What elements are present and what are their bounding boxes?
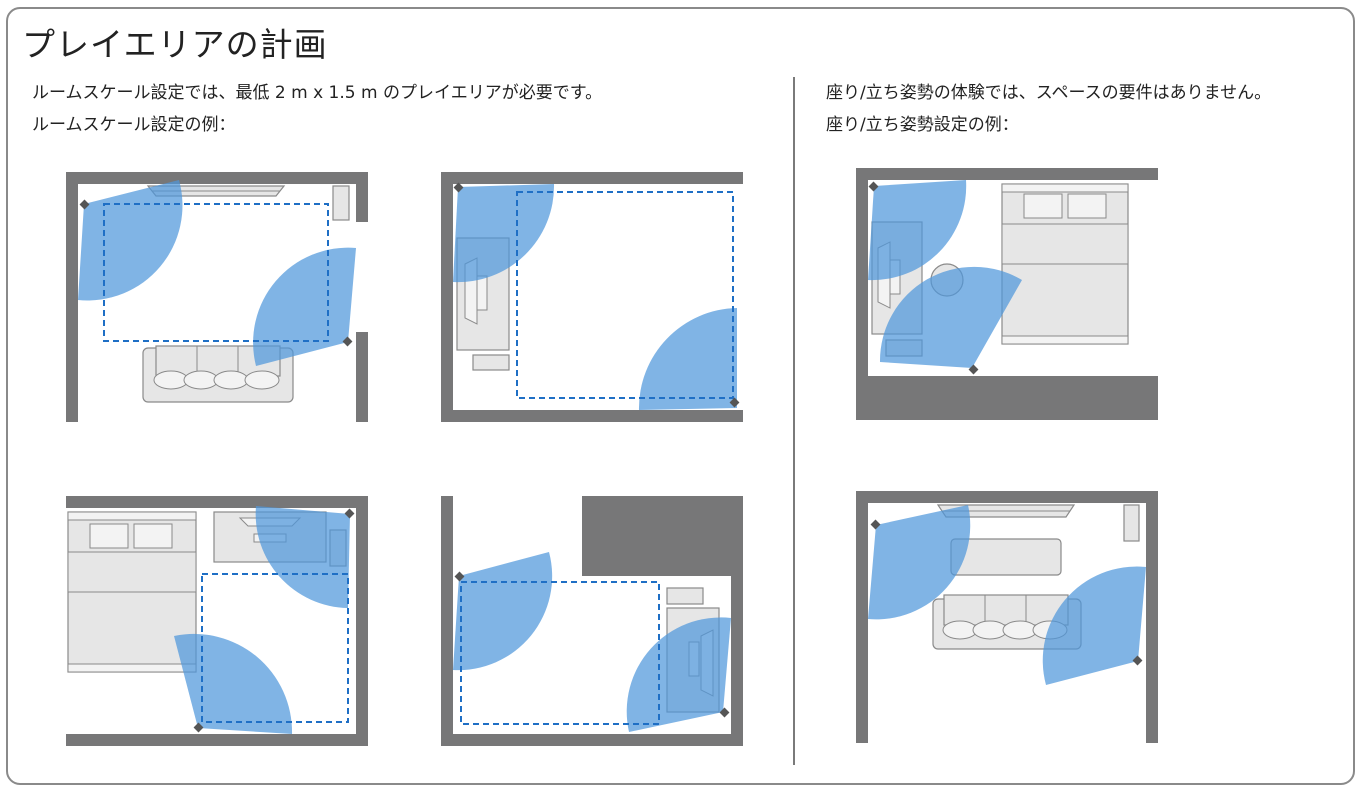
sofa-icon — [932, 594, 1082, 650]
sensor-coverage — [868, 180, 967, 281]
base-station-icon — [870, 519, 881, 530]
speaker-icon — [1123, 504, 1140, 542]
roomscale-example-label: ルームスケール設定の例： — [32, 115, 236, 135]
base-station-icon — [79, 199, 90, 210]
roomscale-example-bedroom — [66, 496, 368, 746]
base-station-icon — [454, 571, 465, 582]
speaker-icon — [332, 185, 350, 221]
bed-icon — [67, 511, 197, 673]
play-area-boundary — [516, 191, 734, 399]
play-area-boundary — [103, 203, 329, 342]
roomscale-example-living-room — [66, 172, 368, 422]
console-icon — [666, 587, 704, 605]
column-divider — [793, 77, 795, 765]
seated-example-bedroom — [856, 168, 1158, 420]
base-station-icon — [729, 397, 740, 408]
roomscale-requirement: ルームスケール設定では、最低 2 m x 1.5 m のプレイエリアが必要です。 — [32, 83, 603, 103]
base-station-icon — [968, 364, 979, 375]
sensor-coverage — [255, 506, 350, 608]
sensor-coverage — [638, 308, 737, 410]
sensor-coverage — [626, 617, 731, 732]
page-title: プレイエリアの計画 — [22, 25, 328, 64]
roomscale-example-office — [441, 172, 743, 422]
play-area-boundary — [201, 573, 349, 723]
seated-example-living-room — [856, 491, 1158, 743]
base-station-icon — [719, 707, 730, 718]
sensor-coverage — [453, 184, 555, 283]
sensor-coverage — [879, 266, 1022, 368]
sensor-coverage — [253, 247, 356, 366]
sensor-coverage — [868, 505, 971, 620]
sensor-coverage — [453, 552, 553, 671]
sensor-coverage — [174, 633, 293, 734]
seated-example-label: 座り/立ち姿勢設定の例： — [826, 115, 1019, 135]
base-station-icon — [193, 722, 204, 733]
bed-icon — [1001, 183, 1129, 345]
sensor-coverage — [1042, 566, 1146, 685]
page-frame — [6, 7, 1355, 785]
roomscale-example-l-room — [441, 496, 743, 746]
base-station-icon — [1132, 655, 1143, 666]
base-station-icon — [868, 181, 879, 192]
console-icon — [472, 354, 510, 371]
seated-requirement: 座り/立ち姿勢の体験では、スペースの要件はありません。 — [826, 83, 1272, 103]
